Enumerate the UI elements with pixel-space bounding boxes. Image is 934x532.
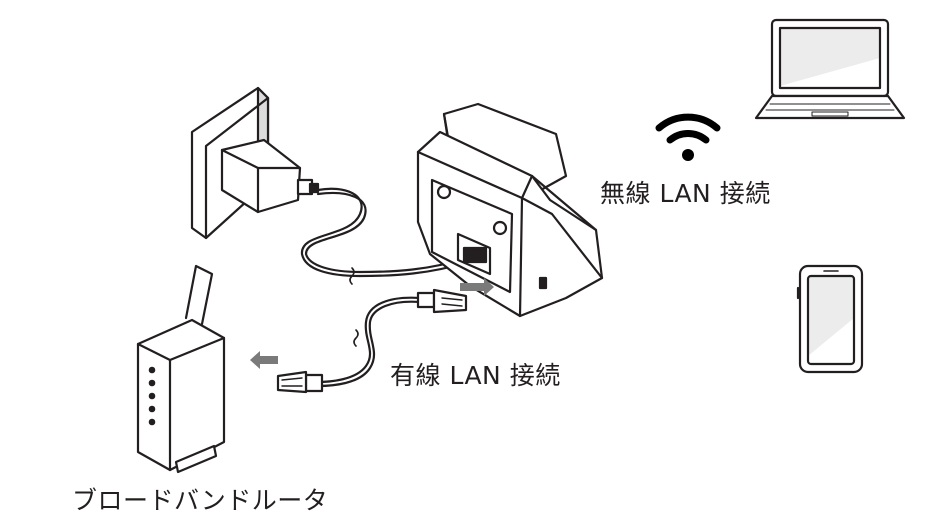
lan-connector-icon [416, 288, 468, 314]
router-icon [136, 264, 226, 474]
wired-lan-label: 有線 LAN 接続 [390, 361, 561, 390]
power-cable [300, 187, 470, 285]
ac-adapter-icon [220, 138, 320, 214]
wireless-lan-label: 無線 LAN 接続 [600, 179, 771, 208]
smartphone-icon [796, 264, 864, 374]
wifi-icon [655, 113, 721, 161]
lan-connector-icon [276, 370, 324, 394]
device-base-icon [416, 102, 604, 318]
router-label: ブロードバンドルータ [72, 486, 329, 515]
arrow-right-icon [460, 278, 494, 296]
arrow-left-icon [250, 351, 278, 369]
laptop-icon [754, 18, 906, 120]
lan-cable [316, 296, 422, 388]
